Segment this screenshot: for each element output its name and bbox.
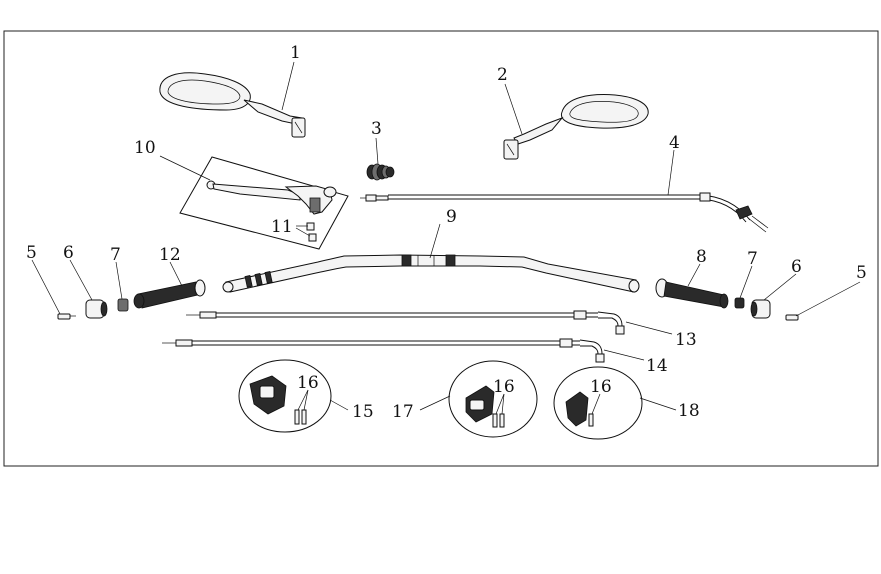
left-spacer	[117, 298, 129, 312]
right-mirror	[503, 94, 649, 160]
callout-15: 15	[352, 402, 374, 422]
throttle-cable-14	[162, 338, 605, 363]
right-spacer	[734, 297, 745, 309]
left-switch-assembly	[238, 359, 332, 433]
right-throttle-grip	[655, 278, 729, 309]
callout-11: 11	[271, 217, 293, 237]
callout-16-c: 16	[590, 377, 612, 397]
callout-8: 8	[696, 247, 707, 267]
throttle-cable-13	[186, 310, 625, 335]
left-mirror	[159, 72, 306, 138]
callout-9: 9	[446, 207, 457, 227]
callout-4: 4	[669, 133, 680, 153]
handlebar	[222, 254, 640, 293]
right-bar-end-weight	[750, 299, 771, 319]
callout-7-left: 7	[110, 245, 121, 265]
callout-1: 1	[290, 43, 301, 63]
rubber-boot	[366, 163, 395, 181]
right-bar-end-bolt	[785, 314, 799, 321]
callout-16-b: 16	[493, 377, 515, 397]
diagram-frame	[3, 30, 879, 467]
callout-12: 12	[159, 245, 181, 265]
left-bar-end-bolt	[57, 313, 76, 320]
callout-16-a: 16	[297, 373, 319, 393]
small-switch-assembly	[553, 366, 643, 440]
callout-labels: 1 2 3 4 10 11 9 5 6 7 12 8 7 6 5 13 14 1…	[26, 43, 867, 422]
callout-6-left: 6	[63, 243, 74, 263]
callout-5-right: 5	[856, 263, 867, 283]
callout-6-right: 6	[791, 257, 802, 277]
callout-13: 13	[675, 330, 697, 350]
callout-7-right: 7	[747, 249, 758, 269]
clutch-lever-assembly	[179, 156, 349, 250]
callout-18: 18	[678, 401, 700, 421]
callout-17: 17	[392, 402, 414, 422]
right-switch-assembly	[448, 360, 538, 438]
leader-lines	[31, 61, 861, 415]
left-grip	[133, 279, 206, 309]
callout-2: 2	[497, 65, 508, 85]
clutch-cable	[360, 192, 769, 233]
callout-3: 3	[371, 119, 382, 139]
lever-pins	[306, 222, 317, 242]
left-bar-end-weight	[85, 299, 108, 319]
callout-5-left: 5	[26, 243, 37, 263]
callout-14: 14	[646, 356, 668, 376]
callout-10: 10	[134, 138, 156, 158]
